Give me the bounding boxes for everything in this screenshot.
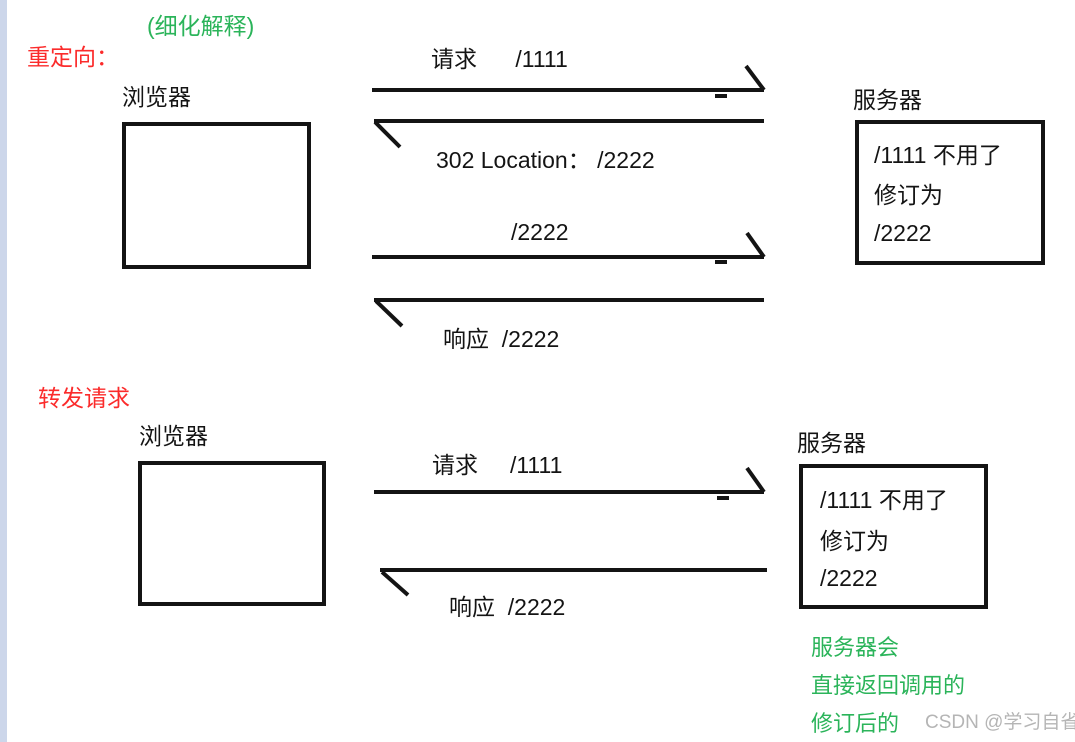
- forward-browser-box: [138, 461, 326, 606]
- redirect-302-label: 302 Location： /2222: [436, 147, 655, 173]
- redirect-browser-box: [122, 122, 311, 269]
- redirect-server-note-line1: /1111 不用了: [874, 142, 1002, 168]
- redirect-302-arrowhead: [373, 120, 402, 149]
- redirect-browser-label: 浏览器: [122, 84, 191, 110]
- forward-response-label: 响应 /2222: [449, 594, 566, 620]
- forward-browser-label: 浏览器: [139, 423, 208, 449]
- redirect-server-box: [855, 120, 1045, 265]
- redirect-request2-arrowhead: [745, 231, 766, 259]
- forward-request-arrowhead: [745, 466, 766, 494]
- redirect-request-arrowhead: [744, 64, 766, 92]
- left-edge-strip: [0, 0, 7, 742]
- forward-green-note-line1: 服务器会: [811, 635, 900, 660]
- redirect-server-note-line2: 修订为: [874, 182, 943, 208]
- forward-section-title: 转发请求: [38, 385, 130, 411]
- forward-request-label: 请求 /1111: [432, 452, 563, 478]
- redirect-server-note-line3: /2222: [874, 220, 932, 246]
- forward-server-box: [799, 464, 988, 609]
- watermark: CSDN @学习自省: [925, 712, 1075, 733]
- forward-green-note-line3: 修订后的: [811, 711, 900, 736]
- forward-server-note-line3: /2222: [820, 565, 878, 591]
- forward-server-note-line1: /1111 不用了: [820, 487, 948, 513]
- forward-server-label: 服务器: [797, 430, 866, 456]
- redirect-response-arrowhead: [374, 299, 404, 328]
- forward-server-note-line2: 修订为: [820, 528, 889, 554]
- redirect-request2-label: /2222: [511, 219, 569, 245]
- redirect-section-title: 重定向：: [27, 44, 119, 70]
- forward-green-note-line2: 直接返回调用的: [811, 673, 966, 698]
- redirect-server-label: 服务器: [853, 87, 922, 113]
- forward-response-arrowhead: [380, 570, 410, 597]
- annotation-green: (细化解释): [147, 13, 255, 39]
- redirect-response-label: 响应 /2222: [443, 326, 560, 352]
- redirect-request-label: 请求 /1111: [431, 46, 568, 72]
